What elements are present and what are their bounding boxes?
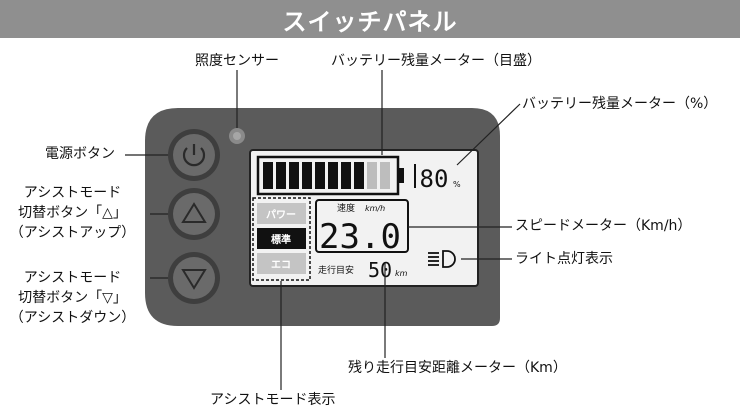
battery-segment <box>315 162 325 189</box>
label-assist-mode-display: アシストモード表示 <box>210 392 336 408</box>
assist-down-button[interactable] <box>168 252 220 304</box>
battery-segment <box>289 162 299 189</box>
label-assist-down: アシストモード 切替ボタン「▽」 （アシストダウン） <box>9 270 136 326</box>
power-button[interactable] <box>168 129 220 181</box>
mode-label: 標準 <box>271 233 291 246</box>
battery-segment <box>354 162 364 189</box>
mode-indicator <box>257 253 306 274</box>
mode-indicator <box>257 203 306 224</box>
assist-mode-box <box>252 197 311 281</box>
speed-caption: 速度 <box>337 202 355 214</box>
percent-unit: % <box>453 180 461 189</box>
label-battery-gauge: バッテリー残量メーター（目盛） <box>331 53 541 69</box>
speed-box <box>315 199 409 253</box>
battery-gauge <box>256 155 404 196</box>
range-caption: 走行目安 <box>318 264 354 276</box>
mode-label: パワー <box>266 209 296 221</box>
leader-lines <box>125 70 521 390</box>
page-title: スイッチパネル <box>282 7 458 36</box>
battery-percent-value: 80 <box>420 165 449 193</box>
battery-segment <box>367 162 377 189</box>
range-unit: km <box>395 269 408 278</box>
range-value: 50 <box>368 258 392 282</box>
label-speed-meter: スピードメーター（Km/h） <box>515 218 692 234</box>
triangle-down-icon <box>181 269 207 290</box>
label-power-button: 電源ボタン <box>45 146 115 162</box>
power-icon <box>182 144 206 167</box>
battery-segment <box>341 162 351 189</box>
battery-segment <box>302 162 312 189</box>
label-range-meter: 残り走行目安距離メーター（Km） <box>348 360 567 376</box>
light-indicator-icon <box>428 250 456 268</box>
label-light-indicator: ライト点灯表示 <box>515 251 613 267</box>
battery-segment <box>380 162 390 189</box>
assist-up-button[interactable] <box>168 188 220 240</box>
speed-unit: km/h <box>365 204 385 213</box>
title-bar: スイッチパネル <box>0 0 740 38</box>
mode-indicator <box>257 228 306 249</box>
speed-value: 23.0 <box>319 217 401 257</box>
label-assist-up: アシストモード 切替ボタン「△」 （アシストアップ） <box>9 185 136 241</box>
mode-label: エコ <box>271 260 291 271</box>
triangle-up-icon <box>181 202 207 223</box>
label-battery-percent: バッテリー残量メーター（%） <box>522 96 718 112</box>
battery-segment <box>328 162 338 189</box>
battery-segment <box>263 162 273 189</box>
label-illuminance-sensor: 照度センサー <box>195 53 279 69</box>
battery-segment <box>276 162 286 189</box>
